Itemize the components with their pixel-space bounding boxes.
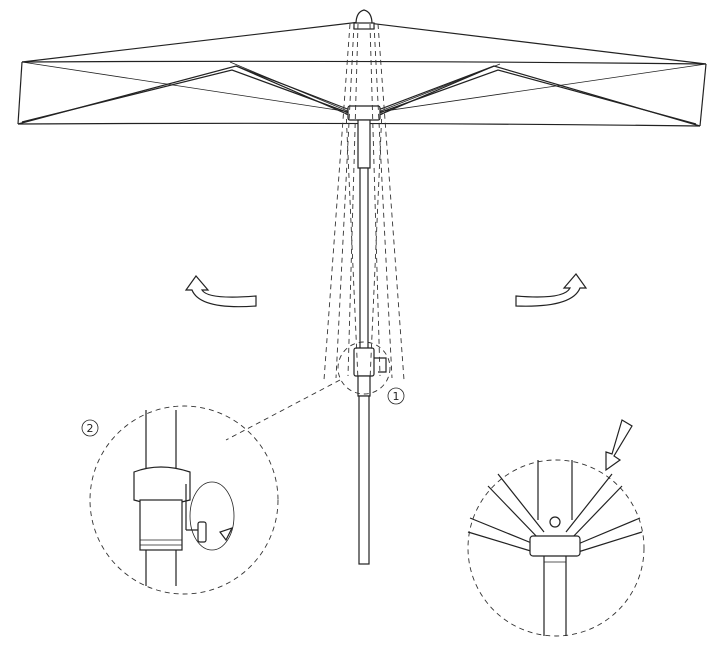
umbrella-pole (353, 167, 387, 565)
step-2-label: 2 (87, 422, 94, 435)
hub-detail-view (467, 419, 645, 637)
rotate-left-arrow (184, 275, 257, 308)
tilted-canopy-outline (323, 23, 405, 381)
rotate-right-arrow (515, 273, 588, 307)
step-1-marker: 1 (225, 341, 405, 441)
crank-detail-view: 2 (81, 405, 279, 595)
step-1-label: 1 (393, 390, 400, 403)
umbrella-canopy (17, 9, 707, 169)
